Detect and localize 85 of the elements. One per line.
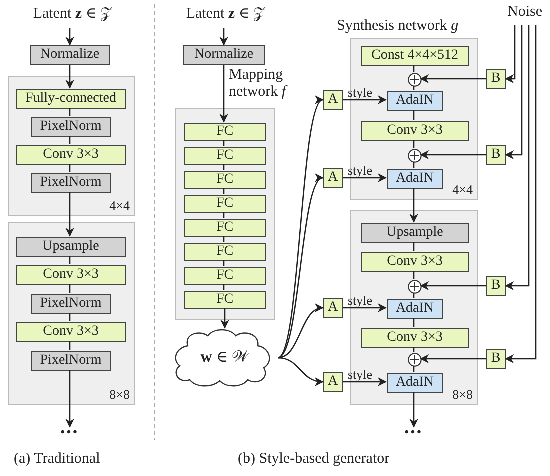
layer-box: B bbox=[486, 145, 506, 165]
layer-box: B bbox=[486, 69, 506, 89]
arrow bbox=[220, 65, 228, 123]
process-box: Normalize bbox=[30, 45, 110, 65]
arrow bbox=[343, 378, 387, 386]
text-label: Latent z ∈ 𝒵 bbox=[15, 4, 130, 28]
arrow bbox=[420, 282, 486, 290]
arrow bbox=[420, 74, 486, 84]
arrow bbox=[343, 304, 387, 312]
edge-label: style bbox=[348, 86, 373, 99]
group-panel bbox=[8, 76, 135, 216]
process-box: PixelNorm bbox=[31, 117, 111, 137]
layer-box: Conv 3×3 bbox=[361, 252, 469, 272]
text-label: Noise bbox=[502, 3, 548, 25]
layer-box: Conv 3×3 bbox=[16, 145, 126, 165]
process-box: Normalize bbox=[183, 45, 265, 65]
layer-box: A bbox=[323, 90, 343, 110]
adain-box: AdaIN bbox=[387, 91, 443, 111]
edge-label: style bbox=[348, 368, 373, 381]
arrow bbox=[278, 357, 324, 386]
layer-box: A bbox=[323, 372, 343, 392]
resolution-label: 4×4 bbox=[110, 199, 130, 212]
arrow bbox=[505, 25, 530, 290]
ellipsis: ••• bbox=[50, 427, 90, 441]
layer-box: FC bbox=[184, 267, 266, 285]
adain-box: AdaIN bbox=[387, 373, 443, 393]
arrow bbox=[410, 392, 418, 428]
layer-box: Conv 3×3 bbox=[361, 328, 469, 348]
group-panel bbox=[8, 222, 135, 405]
layer-box: Conv 3×3 bbox=[16, 265, 126, 285]
layer-box: FC bbox=[184, 195, 266, 213]
edge-label: style bbox=[348, 294, 373, 307]
layer-box: Const 4×4×512 bbox=[361, 46, 469, 66]
layer-box: B bbox=[486, 276, 506, 296]
group-panel bbox=[350, 38, 478, 200]
arrow bbox=[220, 28, 228, 46]
layer-box: FC bbox=[184, 243, 266, 261]
sum-node bbox=[408, 280, 422, 294]
layer-box: Conv 3×3 bbox=[16, 322, 126, 342]
layer-box: A bbox=[323, 298, 343, 318]
arrow bbox=[66, 65, 74, 89]
layer-box: Conv 3×3 bbox=[361, 121, 469, 141]
layer-box: FC bbox=[184, 147, 266, 165]
arrow bbox=[410, 188, 418, 223]
edge-label: style bbox=[348, 164, 373, 177]
layer-box: A bbox=[323, 168, 343, 188]
layer-box: FC bbox=[184, 123, 266, 141]
arrow bbox=[505, 25, 523, 160]
layer-box: B bbox=[486, 349, 506, 369]
sum-node bbox=[408, 73, 422, 87]
caption: (a) Traditional bbox=[14, 451, 100, 468]
process-box: Upsample bbox=[16, 237, 126, 257]
resolution-label: 8×8 bbox=[110, 388, 130, 401]
process-box: PixelNorm bbox=[31, 351, 111, 371]
network-label: Mapping network f bbox=[229, 67, 289, 100]
adain-box: AdaIN bbox=[387, 299, 443, 319]
adain-box: AdaIN bbox=[387, 169, 443, 189]
arrow bbox=[343, 174, 387, 182]
group-panel bbox=[350, 210, 478, 405]
arrow bbox=[420, 150, 486, 160]
process-box: PixelNorm bbox=[31, 294, 111, 314]
layer-box: Fully-connected bbox=[16, 89, 126, 109]
arrow bbox=[66, 192, 74, 237]
caption: (b) Style-based generator bbox=[238, 451, 390, 468]
arrow bbox=[66, 370, 74, 428]
arrow bbox=[66, 28, 74, 46]
text-label: Latent z ∈ 𝒵 bbox=[168, 4, 283, 28]
process-box: Upsample bbox=[361, 223, 469, 243]
layer-box: FC bbox=[184, 219, 266, 237]
layer-box: FC bbox=[184, 291, 266, 309]
ellipsis: ••• bbox=[394, 427, 434, 441]
sum-node bbox=[408, 149, 422, 163]
group-panel bbox=[175, 108, 275, 320]
arrow bbox=[343, 96, 387, 104]
arrow bbox=[505, 25, 537, 364]
process-box: PixelNorm bbox=[31, 173, 111, 193]
latent-label: w ∈ 𝒲 bbox=[200, 350, 250, 366]
arrow bbox=[420, 354, 486, 364]
network-label: Synthesis network g bbox=[337, 18, 459, 34]
arrow bbox=[220, 308, 230, 329]
resolution-label: 8×8 bbox=[452, 388, 473, 401]
sum-node bbox=[408, 353, 422, 367]
resolution-label: 4×4 bbox=[452, 183, 473, 196]
layer-box: FC bbox=[184, 171, 266, 189]
arrow bbox=[505, 25, 516, 84]
